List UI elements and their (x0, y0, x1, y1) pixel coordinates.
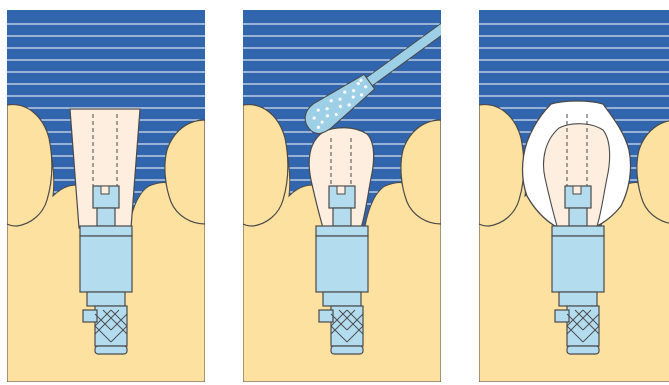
implant-thread (331, 306, 363, 346)
implant-thread-collar (83, 310, 97, 322)
implant-thread (95, 306, 127, 346)
panel-crown (479, 10, 669, 382)
screw-neck (333, 208, 351, 226)
implant-tip (567, 346, 599, 354)
implant-collar (316, 226, 368, 236)
screw-slot (573, 186, 581, 194)
panel-abutment (7, 10, 205, 382)
panel-abutment-drawing (7, 10, 205, 382)
screw-slot (101, 186, 109, 194)
implant-collar (80, 226, 132, 236)
implant-thread (567, 306, 599, 346)
implant-body (552, 236, 604, 292)
implant-thread-collar (555, 310, 569, 322)
implant-step (323, 292, 361, 306)
screw-neck (97, 208, 115, 226)
screw-slot (337, 186, 345, 194)
implant-step (87, 292, 125, 306)
implant-tip (95, 346, 127, 354)
panel-crown-drawing (479, 10, 669, 382)
implant-step (559, 292, 597, 306)
implant-tip (331, 346, 363, 354)
implant-collar (552, 226, 604, 236)
screw-neck (569, 208, 587, 226)
implant-body (80, 236, 132, 292)
implant-body (316, 236, 368, 292)
panel-trimming (243, 10, 441, 382)
panel-trimming-drawing (243, 10, 441, 382)
implant-thread-collar (319, 310, 333, 322)
